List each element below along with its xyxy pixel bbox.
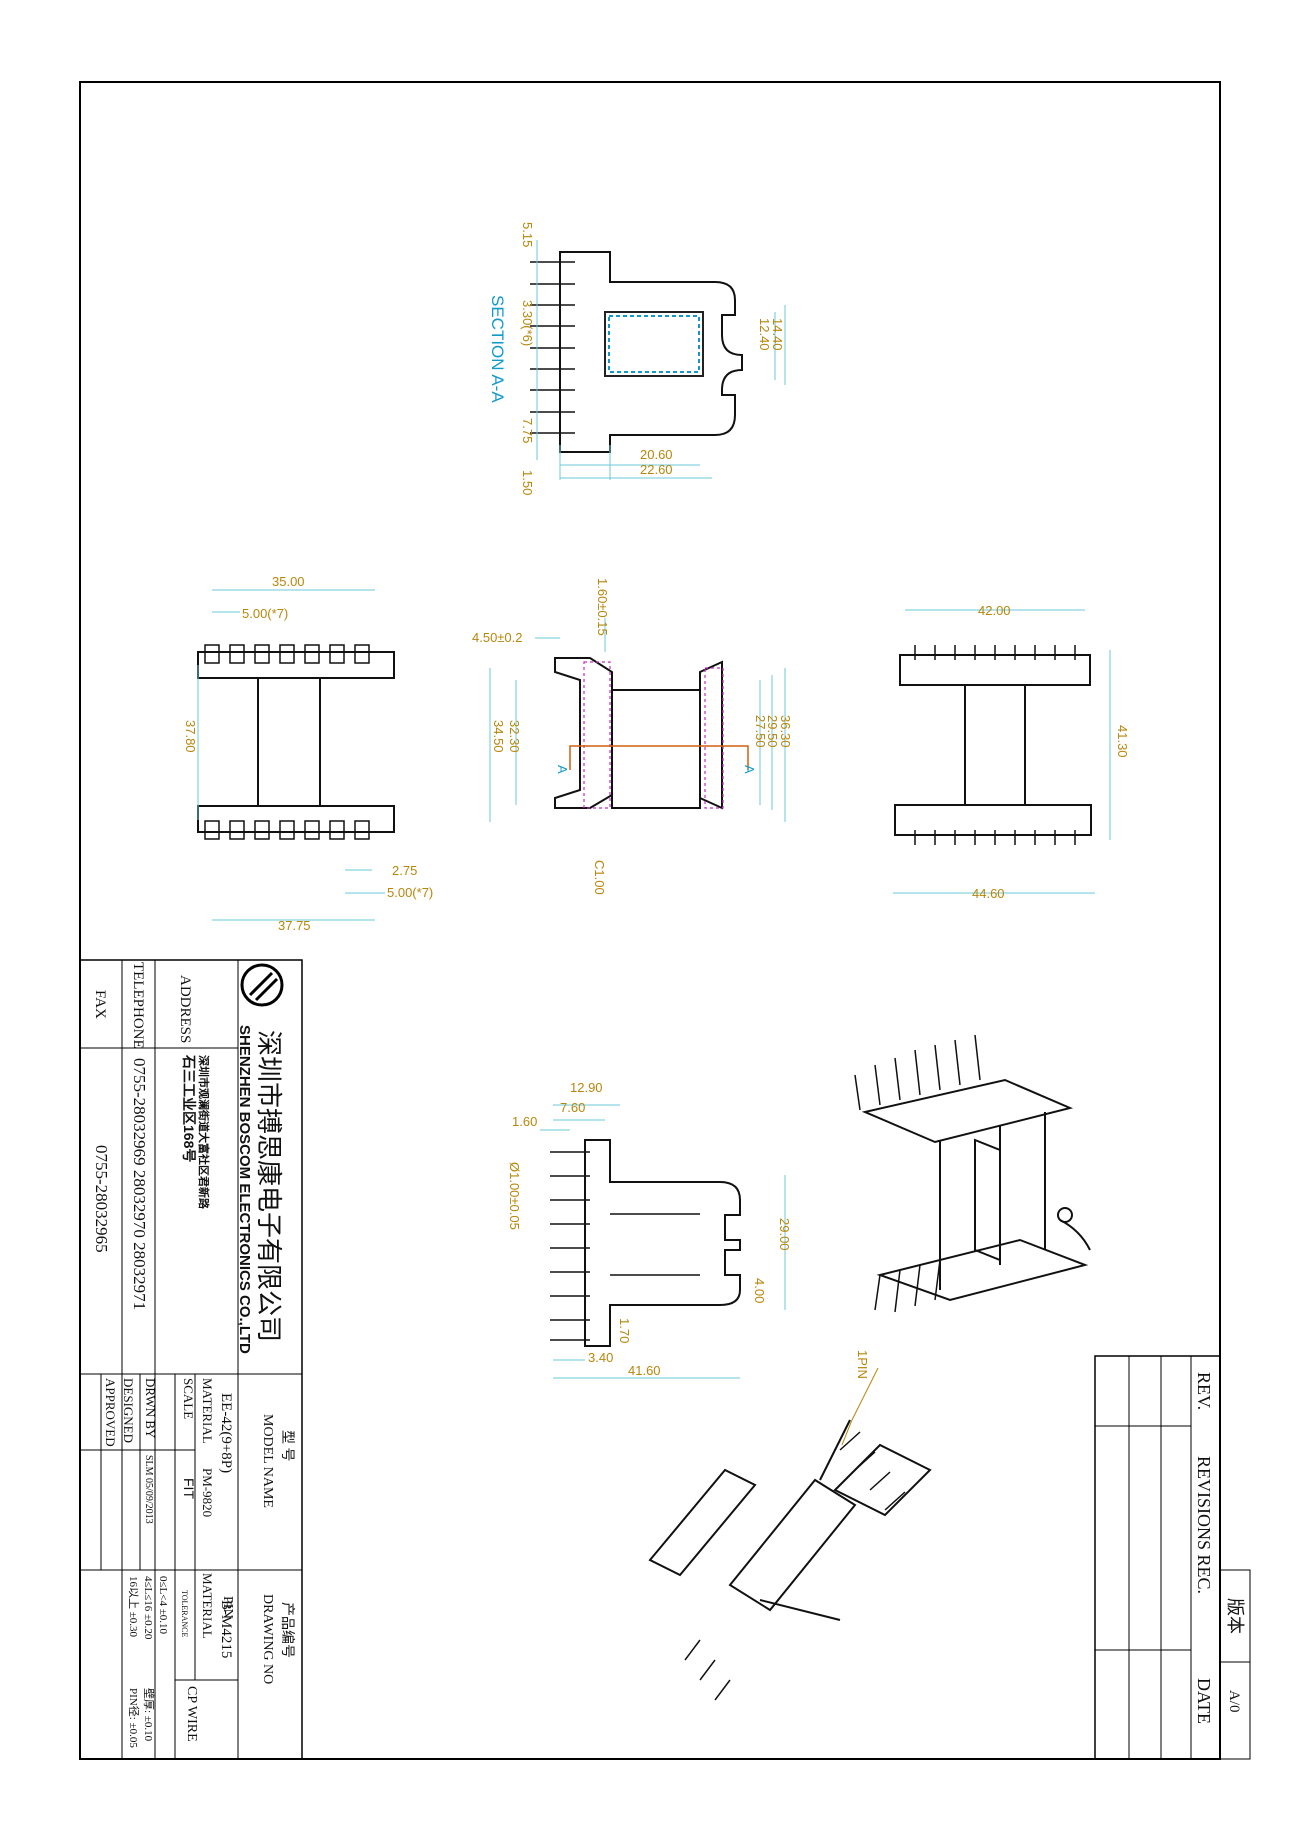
pin-material-value: CP WIRE [184, 1686, 199, 1742]
chamfer-c1-00: C1.00 [592, 860, 607, 895]
fax-value: 0755-28032965 [92, 1145, 111, 1253]
revisions-label: REVISIONS REC. [1194, 1456, 1214, 1594]
sheet-border [79, 81, 1221, 1760]
model-label: MODEL NAME [260, 1414, 275, 1508]
tolerance-row-2: 4≤L≤16 ±0.20 [142, 1576, 154, 1640]
dim-7-75: 7.75 [520, 418, 535, 443]
drawn-by-value: SLM 05/09/2013 [143, 1455, 154, 1524]
tolerance-row-1: 0≤L<4 ±0.10 [157, 1576, 169, 1634]
drawn-by-label: DRWN BY [143, 1378, 158, 1439]
dim-37-75: 37.75 [278, 918, 311, 933]
tolerance-row-3: 16以上 ±0.30 [127, 1576, 140, 1638]
dim-32-30: 32.30 [507, 720, 522, 753]
tolerance-label: TOLERANCE [180, 1590, 189, 1638]
dim-34-50: 34.50 [491, 720, 506, 753]
dim-35-00: 35.00 [272, 574, 305, 589]
dim-3-40: 3.40 [588, 1350, 613, 1365]
scale-value: FIT [181, 1478, 197, 1499]
model-label-cn: 型 号 [279, 1430, 295, 1462]
arrow-a-left: A [555, 765, 570, 774]
dim-5-00-top: 5.00(*7) [242, 606, 288, 621]
dim-1-50: 1.50 [520, 470, 535, 495]
pin-material-label: MATERIAL [200, 1573, 215, 1639]
dim-pin-diameter: Ø1.00±0.05 [507, 1162, 522, 1230]
model-value: EE-42(9+8P) [218, 1393, 234, 1473]
dim-12-90: 12.90 [570, 1080, 603, 1095]
revision-block: 版本 A/0 REV. REVISIONS REC. DATE [1094, 1355, 1251, 1760]
dim-5-15: 5.15 [520, 222, 535, 247]
date-label: DATE [1194, 1678, 1214, 1724]
iso-view-upper [854, 1034, 1091, 1313]
dim-14-40: 14.40 [770, 318, 785, 351]
telephone-label: TELEPHONE [130, 962, 146, 1049]
scale-label: SCALE [181, 1378, 196, 1419]
pin-1-label: 1PIN [855, 1350, 870, 1379]
dim-4-50: 4.50±0.2 [472, 630, 523, 645]
address-line-2: 石三工业区168号 [181, 1054, 197, 1162]
company-name-cn: 深圳市搏思康电子有限公司 [254, 1030, 283, 1342]
section-view: SECTION A-A 5.15 3.30(*6) 7.75 1.50 20.6… [488, 222, 786, 495]
dim-1-60-bottom: 1.60 [512, 1114, 537, 1129]
company-name-en: SHENZHEN BOSCOM ELECTRONICS CO.,LTD [236, 1025, 253, 1354]
tolerance-wall: 壁厚: ±0.10 [142, 1688, 156, 1742]
version-label: 版本 [1225, 1598, 1245, 1634]
tolerance-pin: PIN径: ±0.05 [127, 1688, 140, 1748]
top-view: 35.00 5.00(*7) 37.80 2.75 5.00(*7) 37.75 [183, 574, 433, 933]
dim-44-60: 44.60 [972, 886, 1005, 901]
approved-label: APPROVED [103, 1378, 118, 1447]
dim-37-80: 37.80 [183, 720, 198, 753]
dim-1-70: 1.70 [617, 1318, 632, 1343]
bottom-view: 12.90 7.60 1.60 Ø1.00±0.05 29.00 4.00 1.… [507, 1080, 792, 1379]
telephone-value: 0755-28032969 28032970 28032971 [130, 1058, 149, 1310]
dim-2-75: 2.75 [392, 863, 417, 878]
dim-12-40: 12.40 [757, 318, 772, 351]
dim-36-30: 36.30 [778, 715, 793, 748]
dim-20-60: 20.60 [640, 447, 673, 462]
designed-label: DESIGNED [121, 1378, 136, 1443]
dim-41-30: 41.30 [1115, 725, 1130, 758]
dim-5-00-bottom: 5.00(*7) [387, 885, 433, 900]
section-label: SECTION A-A [488, 295, 507, 403]
rev-label: REV. [1194, 1372, 1214, 1410]
version-value: A/0 [1226, 1690, 1242, 1713]
material-value: PM-9820 [200, 1468, 215, 1517]
drawing-value: B-M4215 [218, 1600, 234, 1658]
dim-22-60: 22.60 [640, 462, 673, 477]
drawing-label-cn: 产品编号 [279, 1602, 295, 1658]
dim-27-50: 27.50 [753, 715, 768, 748]
iso-view-lower [648, 1367, 932, 1701]
material-label: MATERIAL [200, 1378, 215, 1444]
dim-42-00: 42.00 [978, 603, 1011, 618]
dim-7-60: 7.60 [560, 1100, 585, 1115]
dim-1-60-front: 1.60±0.15 [595, 578, 610, 636]
fax-label: FAX [92, 990, 108, 1019]
front-view: 4.50±0.2 1.60±0.15 32.30 34.50 27.50 29.… [472, 578, 793, 895]
title-block: 深圳市搏思康电子有限公司 SHENZHEN BOSCOM ELECTRONICS… [79, 959, 303, 1760]
pin-label: PIN [220, 1596, 235, 1619]
dim-41-60: 41.60 [628, 1363, 661, 1378]
address-label: ADDRESS [177, 975, 193, 1043]
arrow-a-right: A [742, 765, 757, 774]
company-logo [240, 963, 284, 1007]
dim-4-00: 4.00 [752, 1278, 767, 1303]
right-view: 42.00 41.30 44.60 [893, 603, 1130, 901]
dim-29-50: 29.50 [765, 715, 780, 748]
dim-3-30: 3.30(*6) [520, 300, 535, 346]
drawing-label: DRAWING NO [260, 1594, 275, 1684]
dim-29-00: 29.00 [777, 1218, 792, 1251]
address-line-1: 深圳市观澜街道大富社区君新路 [197, 1055, 211, 1210]
